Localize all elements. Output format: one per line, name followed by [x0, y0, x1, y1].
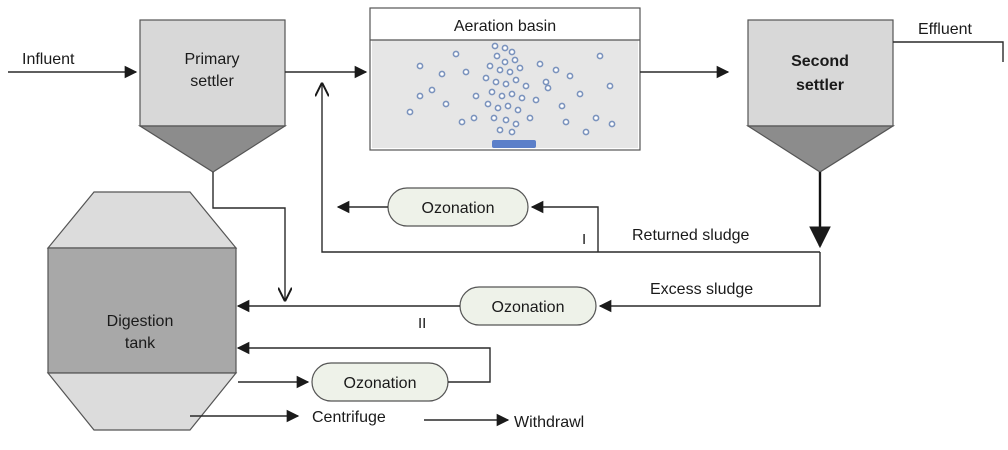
ozonation-1-feed-line — [530, 200, 599, 252]
air-bubble — [501, 58, 509, 66]
air-bubble — [416, 92, 424, 100]
air-bubble — [544, 84, 552, 92]
air-bubble — [496, 66, 504, 74]
primary-settler-label-2: settler — [190, 73, 234, 90]
air-bubble — [542, 78, 550, 86]
air-bubble — [592, 114, 600, 122]
air-bubble — [458, 118, 466, 126]
aeration-basin-label: Aeration basin — [454, 18, 556, 35]
air-bubble — [506, 68, 514, 76]
air-bubble — [493, 52, 501, 60]
ozonation-unit-2: Ozonation — [459, 286, 597, 326]
ozonation-3-return-line — [236, 341, 491, 383]
air-bubble — [576, 90, 584, 98]
ozonation-unit-3: Ozonation — [311, 362, 449, 402]
air-bubble — [582, 128, 590, 136]
air-bubble — [484, 100, 492, 108]
ozonation-2-label: Ozonation — [492, 299, 565, 316]
air-diffuser — [492, 140, 536, 148]
air-bubble — [406, 108, 414, 116]
air-bubble — [488, 88, 496, 96]
air-bubble — [536, 60, 544, 68]
digestion-tank-label-2: tank — [125, 335, 156, 352]
excess-sludge-label: Excess sludge — [650, 281, 753, 298]
air-bubble — [482, 74, 490, 82]
air-bubble — [501, 44, 509, 52]
air-bubble — [504, 102, 512, 110]
air-bubble — [606, 82, 614, 90]
effluent-line — [893, 41, 1004, 62]
air-bubble — [516, 64, 524, 72]
second-settler-label-2: settler — [796, 77, 844, 94]
air-bubble — [498, 92, 506, 100]
air-bubble — [562, 118, 570, 126]
excess-sludge-line — [598, 252, 821, 313]
air-bubble — [486, 62, 494, 70]
air-bubble — [608, 120, 616, 128]
air-bubble — [558, 102, 566, 110]
air-bubble — [511, 56, 519, 64]
air-bubble — [508, 90, 516, 98]
air-bubble — [428, 86, 436, 94]
air-bubble — [452, 50, 460, 58]
air-bubble — [494, 104, 502, 112]
air-bubble — [512, 76, 520, 84]
influent-label: Influent — [22, 51, 75, 68]
second-settler: Second settler — [745, 19, 896, 173]
air-bubble — [462, 68, 470, 76]
aeration-basin: Aeration basin — [369, 7, 641, 151]
air-bubble — [502, 80, 510, 88]
air-bubble — [508, 48, 516, 56]
primary-settler-label-1: Primary — [184, 51, 239, 68]
primary-sludge-line — [212, 172, 285, 300]
air-bubbles — [406, 42, 616, 136]
air-bubble — [470, 114, 478, 122]
withdrawl-label: Withdrawl — [514, 414, 584, 431]
ozonation-unit-1: Ozonation — [387, 187, 529, 227]
air-bubble — [526, 114, 534, 122]
ozonation-1-label: Ozonation — [422, 200, 495, 217]
air-bubble — [552, 66, 560, 74]
air-bubble — [518, 94, 526, 102]
air-bubble — [438, 70, 446, 78]
air-bubble — [532, 96, 540, 104]
air-bubble — [442, 100, 450, 108]
air-bubble — [502, 116, 510, 124]
air-bubble — [512, 120, 520, 128]
air-bubble — [491, 42, 499, 50]
air-bubble — [496, 126, 504, 134]
returned-sludge-line — [322, 84, 820, 253]
centrifuge-label: Centrifuge — [312, 409, 386, 426]
air-bubble — [490, 114, 498, 122]
second-settler-label-1: Second — [791, 53, 849, 70]
air-bubble — [566, 72, 574, 80]
air-bubble — [522, 82, 530, 90]
primary-settler: Primary settler — [137, 19, 288, 173]
air-bubble — [596, 52, 604, 60]
digestion-tank-label-1: Digestion — [107, 313, 174, 330]
air-bubble — [416, 62, 424, 70]
returned-sludge-label: Returned sludge — [632, 227, 750, 244]
air-bubble — [492, 78, 500, 86]
roman-one-label: I — [582, 231, 586, 248]
air-bubble — [472, 92, 480, 100]
air-bubble — [514, 106, 522, 114]
roman-two-label: II — [418, 315, 426, 332]
air-bubble — [508, 128, 516, 136]
digestion-tank: Digestion tank — [46, 191, 238, 431]
effluent-label: Effluent — [918, 21, 973, 38]
ozonation-3-label: Ozonation — [344, 375, 417, 392]
